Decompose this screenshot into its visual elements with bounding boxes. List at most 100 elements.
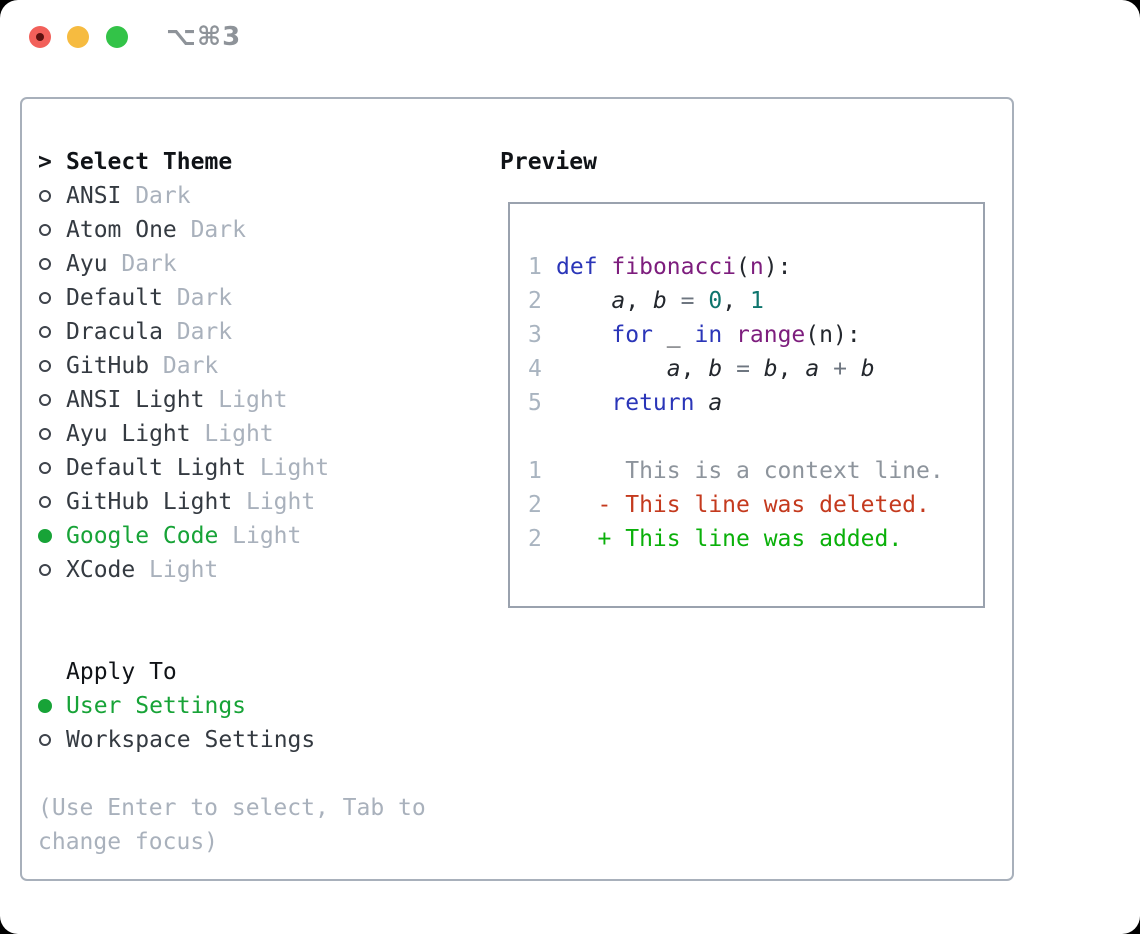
theme-variant-tag: Light	[245, 489, 316, 515]
code-token: fibonacci	[611, 254, 737, 280]
code-token: ,	[625, 288, 653, 314]
hollow-circle-icon	[39, 564, 51, 576]
radio-unselected-icon	[38, 360, 66, 372]
apply-to-header: Apply To	[38, 655, 426, 689]
code-line	[528, 420, 983, 454]
option-label: ANSI	[66, 183, 122, 209]
code-token	[847, 356, 861, 382]
theme-variant-tag: Light	[232, 523, 302, 549]
hollow-circle-icon	[39, 428, 51, 440]
theme-variant-tag: Dark	[162, 353, 219, 379]
theme-variant-tag: Dark	[135, 183, 191, 209]
code-token: return	[611, 390, 695, 416]
option-label: XCode	[66, 557, 136, 583]
code-token: b	[860, 356, 875, 382]
theme-option[interactable]: GitHub Dark	[38, 349, 426, 383]
radio-unselected-icon	[38, 734, 66, 746]
code-token	[556, 390, 611, 416]
code-token: for	[611, 322, 653, 348]
select-theme-header: > Select Theme	[38, 145, 426, 179]
window-shortcut-label: ⌥⌘3	[166, 22, 242, 52]
prompt-icon: >	[38, 149, 52, 175]
code-token: (n):	[805, 322, 861, 348]
apply-to-option[interactable]: User Settings	[38, 689, 426, 723]
theme-option[interactable]: XCode Light	[38, 553, 426, 587]
option-label: Ayu Light	[66, 421, 191, 447]
code-token	[667, 288, 681, 314]
radio-unselected-icon	[38, 224, 66, 236]
radio-unselected-icon	[38, 428, 66, 440]
theme-variant-tag: Dark	[176, 285, 233, 311]
line-number: 2	[528, 492, 542, 518]
apply-to-title: Apply To	[66, 659, 177, 685]
code-token: b	[763, 356, 778, 382]
option-label: GitHub	[66, 353, 150, 379]
radio-unselected-icon	[38, 496, 66, 508]
option-label: Dracula	[66, 319, 163, 345]
radio-selected-icon	[38, 529, 66, 543]
spacer	[38, 587, 426, 621]
code-token: ,	[777, 356, 806, 382]
radio-unselected-icon	[38, 292, 66, 304]
hollow-circle-icon	[39, 394, 51, 406]
code-token	[556, 288, 611, 314]
code-token: (	[736, 254, 750, 280]
option-label: User Settings	[66, 693, 247, 719]
code-token	[598, 254, 612, 280]
zoom-button[interactable]	[106, 26, 128, 48]
prompt-marker: >	[38, 149, 66, 175]
select-theme-title: Select Theme	[66, 149, 233, 175]
option-label: Ayu	[66, 251, 108, 277]
code-token: range	[736, 322, 806, 348]
hollow-circle-icon	[39, 190, 51, 202]
code-line: 5 return a	[528, 386, 983, 420]
code-token: =	[736, 356, 750, 382]
close-button[interactable]	[29, 26, 51, 48]
radio-unselected-icon	[38, 462, 66, 474]
code-token	[750, 356, 764, 382]
minimize-button[interactable]	[67, 26, 89, 48]
hollow-circle-icon	[39, 496, 51, 508]
option-label: Default Light	[66, 455, 247, 481]
radio-selected-icon	[38, 699, 66, 713]
theme-variant-tag: Light	[204, 421, 274, 447]
code-line: 2 + This line was added.	[528, 522, 983, 556]
code-token: a	[708, 390, 723, 416]
title-bar: ⌥⌘3	[0, 0, 1140, 75]
theme-option[interactable]: Ayu Dark	[38, 247, 426, 281]
theme-variant-tag: Light	[149, 557, 219, 583]
line-number: 1	[528, 254, 542, 280]
code-token: 1	[749, 288, 764, 314]
code-token: a	[611, 288, 626, 314]
code-token: b	[708, 356, 723, 382]
theme-variant-tag: Dark	[121, 251, 177, 277]
option-label: Google Code	[66, 523, 219, 549]
theme-option[interactable]: Google Code Light	[38, 519, 426, 553]
option-label: Workspace Settings	[66, 727, 316, 753]
theme-option[interactable]: Ayu Light Light	[38, 417, 426, 451]
code-token: - This line was deleted.	[556, 492, 930, 518]
hollow-circle-icon	[39, 292, 51, 304]
code-line: 3 for _ in range(n):	[528, 318, 983, 352]
hollow-circle-icon	[39, 360, 51, 372]
preview-title: Preview	[500, 149, 597, 175]
apply-to-option[interactable]: Workspace Settings	[38, 723, 426, 757]
theme-option[interactable]: ANSI Dark	[38, 179, 426, 213]
code-token	[722, 356, 736, 382]
radio-unselected-icon	[38, 394, 66, 406]
filled-circle-icon	[38, 699, 52, 713]
line-number: 2	[528, 288, 542, 314]
option-label: Atom One	[66, 217, 177, 243]
code-token	[695, 288, 709, 314]
code-token	[722, 322, 736, 348]
code-token	[556, 322, 611, 348]
